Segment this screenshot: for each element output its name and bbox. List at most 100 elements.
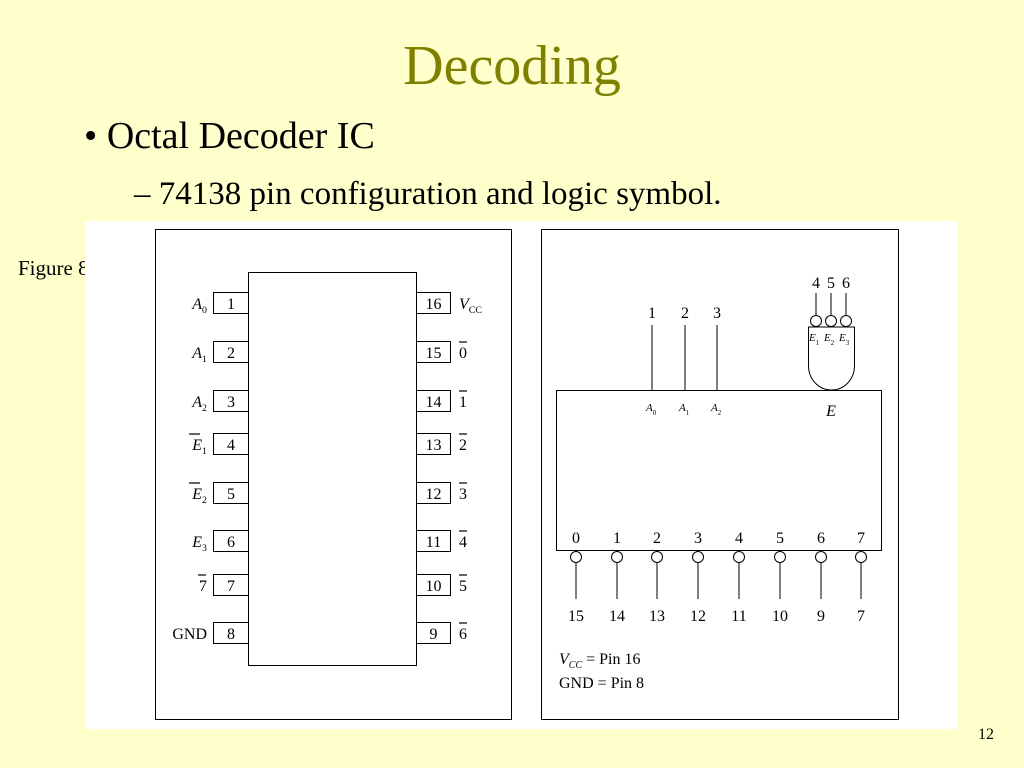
- pin-label-3-sub: 2: [202, 403, 207, 414]
- output-bubble-0: [570, 551, 582, 563]
- pin-number-5: 5: [227, 486, 235, 503]
- pin-box-8: [213, 622, 249, 644]
- sub-bullet-text: 74138 pin configuration and logic symbol…: [158, 176, 722, 212]
- output-pin-number-13: 13: [649, 608, 665, 625]
- pin-label-9: 6: [459, 626, 467, 643]
- address-label-3-main: A: [710, 402, 718, 414]
- vcc-note-sub: CC: [569, 660, 583, 671]
- pin-label-11: 4: [459, 534, 467, 551]
- pin-label-4: E1: [191, 437, 207, 457]
- output-label-0: 0: [572, 530, 580, 547]
- and-gate: [808, 326, 855, 391]
- pin-label-2-sub: 1: [202, 354, 207, 365]
- chip-body: [248, 272, 417, 666]
- address-pin-number-1: 1: [648, 305, 656, 322]
- output-bubble-5: [774, 551, 786, 563]
- enable-bubble-5: [825, 315, 837, 327]
- pin-label-5-main: E: [191, 486, 202, 503]
- output-pin-number-10: 10: [772, 608, 788, 625]
- bullet-dot-icon: •: [84, 115, 107, 157]
- pin-label-15-main: 0: [459, 345, 467, 362]
- output-bubble-4: [733, 551, 745, 563]
- pin-number-13: 13: [426, 437, 442, 454]
- pin-box-2: [213, 341, 249, 363]
- decoder-body: [556, 390, 882, 551]
- pin-label-5: E2: [191, 486, 207, 506]
- pin-number-6: 6: [227, 534, 235, 551]
- pin-number-16: 16: [426, 296, 442, 313]
- output-bubble-7: [855, 551, 867, 563]
- pin-box-14: [416, 390, 451, 412]
- address-label-2: A1: [678, 402, 689, 417]
- enable-block-label: E: [825, 403, 836, 420]
- output-bubble-3: [692, 551, 704, 563]
- pin-label-14-main: 1: [459, 394, 467, 411]
- pin-label-12: 3: [459, 486, 467, 503]
- pin-box-1: [213, 292, 249, 314]
- output-label-3: 3: [694, 530, 702, 547]
- pin-label-3: A2: [191, 394, 207, 414]
- sub-bullet-item: – 74138 pin configuration and logic symb…: [134, 176, 722, 212]
- pin-label-10-main: 5: [459, 578, 467, 595]
- address-label-3: A2: [710, 402, 722, 417]
- pin-box-9: [416, 622, 451, 644]
- output-bubble-1: [611, 551, 623, 563]
- pin-label-7-main: 7: [199, 578, 207, 595]
- logic-frame: [541, 229, 899, 720]
- pin-label-4-sub: 1: [202, 446, 207, 457]
- pin-box-3: [213, 390, 249, 412]
- pin-label-7: 7: [199, 578, 207, 595]
- pin-box-6: [213, 530, 249, 552]
- output-pin-number-7: 7: [857, 608, 865, 625]
- output-pin-number-14: 14: [609, 608, 625, 625]
- address-label-1-sub: 0: [653, 410, 657, 417]
- pin-number-4: 4: [227, 437, 235, 454]
- pin-label-1-main: A: [191, 296, 202, 313]
- pin-number-10: 10: [426, 578, 442, 595]
- pin-box-11: [416, 530, 451, 552]
- enable-bubble-6: [840, 315, 852, 327]
- output-pin-number-9: 9: [817, 608, 825, 625]
- pin-box-10: [416, 574, 451, 596]
- pin-label-5-sub: 2: [202, 495, 207, 506]
- bullet-text: Octal Decoder IC: [106, 115, 375, 157]
- pin-number-7: 7: [227, 578, 235, 595]
- bullet-item: • Octal Decoder IC: [84, 115, 375, 158]
- output-label-1: 1: [613, 530, 621, 547]
- pin-number-1: 1: [227, 296, 235, 313]
- address-pin-number-2: 2: [681, 305, 689, 322]
- pin-label-11-main: 4: [459, 534, 467, 551]
- vcc-note-main: V: [559, 651, 571, 668]
- address-label-2-main: A: [678, 402, 686, 414]
- pin-label-1-sub: 0: [202, 305, 207, 316]
- enable-bubble-4: [810, 315, 822, 327]
- pin-label-2-main: A: [191, 345, 202, 362]
- slide-title: Decoding: [403, 35, 621, 97]
- output-label-4: 4: [735, 530, 743, 547]
- pin-label-13: 2: [459, 437, 467, 454]
- output-pin-number-12: 12: [690, 608, 706, 625]
- pin-label-12-main: 3: [459, 486, 467, 503]
- pin-number-14: 14: [426, 394, 442, 411]
- address-label-1: A0: [645, 402, 657, 417]
- pinout-frame: [155, 229, 512, 720]
- pin-number-9: 9: [430, 626, 438, 643]
- output-pin-number-11: 11: [731, 608, 746, 625]
- dash-icon: –: [134, 176, 159, 212]
- pin-label-1: A0: [191, 296, 207, 316]
- pin-label-3-main: A: [191, 394, 202, 411]
- logic-symbol-diagram: 1A02A13A24E15E26E3E015114213312411510697…: [541, 229, 899, 720]
- pin-box-16: [416, 292, 451, 314]
- pin-box-4: [213, 433, 249, 455]
- pin-label-8: GND: [172, 626, 207, 643]
- output-label-2: 2: [653, 530, 661, 547]
- address-label-1-main: A: [645, 402, 653, 414]
- vcc-note: VCC = Pin 16: [559, 651, 641, 671]
- enable-label-6: E3: [838, 332, 850, 347]
- output-label-7: 7: [857, 530, 865, 547]
- output-label-6: 6: [817, 530, 825, 547]
- pin-label-13-main: 2: [459, 437, 467, 454]
- output-label-5: 5: [776, 530, 784, 547]
